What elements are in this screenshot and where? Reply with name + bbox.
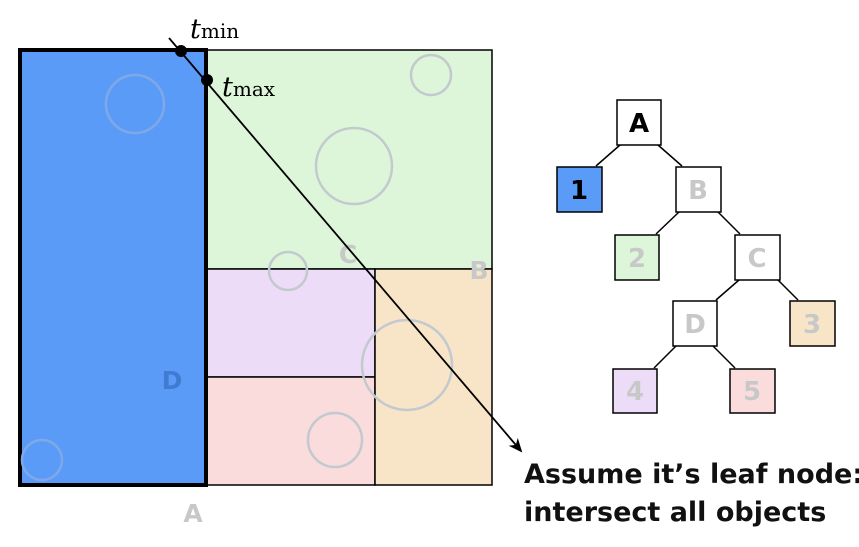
tree-edge [715,279,740,301]
tree-edge [595,144,621,167]
tree-edge [777,279,799,301]
tree-node-2: 2 [614,234,660,281]
tree-edge [653,345,677,369]
tree-node-5: 5 [729,368,776,414]
t-min-point [175,45,187,57]
tree-edges [595,144,799,369]
tree-node-c: C [734,234,781,281]
ray: tmin tmax [168,14,523,453]
svg-text:1: 1 [570,176,588,206]
tree-edge [717,211,741,235]
region-3-orange [374,268,493,486]
svg-text:C: C [747,244,766,274]
kd-tree: A 1 B 2 C D 3 4 [556,99,836,414]
tree-edge [655,211,680,235]
object-circle [409,53,453,97]
tree-node-d: D [672,300,718,347]
t-max-point [201,74,213,86]
ray-line [168,37,523,453]
region-label-c: C [339,240,357,269]
objects [20,53,454,482]
tree-node-1: 1 [556,166,603,213]
region-4-purple [205,268,376,378]
tree-edge [657,144,683,167]
object-circle [314,126,394,206]
t-max-label: tmax [222,72,276,103]
object-circle [267,250,309,292]
tree-edge [712,345,736,369]
tree-node-a: A [616,99,662,146]
object-circle [20,438,64,482]
tree-node-b: B [675,166,722,213]
svg-text:A: A [629,109,649,139]
region-label-d: D [162,366,183,395]
caption-line-1: Assume it’s leaf node: [524,459,859,490]
space-partition: A B C D [18,48,493,528]
tree-node-4: 4 [612,368,658,414]
object-circle [104,73,166,135]
region-label-a: A [183,499,203,528]
object-circle [306,411,364,469]
region-label-b: B [469,256,488,285]
region-b-green [205,49,493,270]
object-circle [360,318,454,412]
svg-text:2: 2 [628,244,646,274]
svg-text:5: 5 [743,377,761,407]
svg-text:D: D [684,310,706,340]
region-1-blue [18,48,208,487]
t-min-label: tmin [190,14,239,45]
svg-text:4: 4 [626,377,644,407]
tree-node-3: 3 [789,300,836,347]
region-5-pink [205,376,376,486]
caption-line-2: intersect all objects [524,497,826,528]
caption: Assume it’s leaf node: intersect all obj… [524,459,859,528]
svg-text:B: B [688,176,708,206]
svg-text:3: 3 [803,310,821,340]
